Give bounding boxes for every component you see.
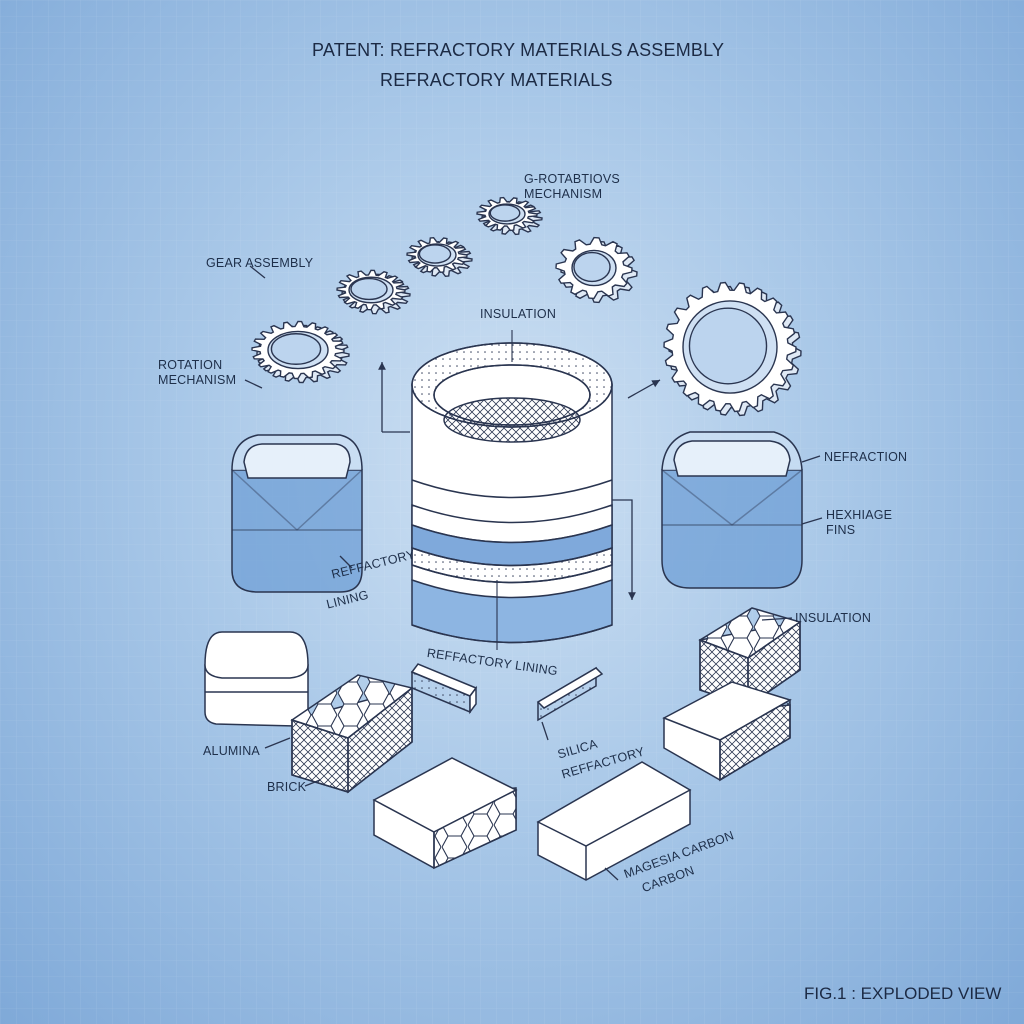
gear-small-1 [406,236,473,278]
gear-cast-right [555,236,638,304]
leader-lines [244,265,823,881]
label-insulation-top: INSULATION [480,307,557,321]
silica-strip [536,666,604,722]
label-gear-assembly: GEAR ASSEMBLY [206,256,314,270]
refractory-brick-right [662,681,792,782]
hex-brick-bottom [372,757,518,870]
label-rotation-mechanism-top-1: G-ROTABTIOVS [524,172,620,186]
gear-large-right [663,281,802,417]
patent-subtitle: REFRACTORY MATERIALS [380,70,613,90]
gear-assembly-group [251,196,802,417]
label-alumina: ALUMINA [203,744,260,758]
figure-caption: FIG.1 : EXPLODED VIEW [804,984,1002,1003]
alumina-block [204,631,309,727]
central-cylinder [411,330,613,650]
label-rotation-mechanism-top-2: MECHANISM [524,187,603,201]
gear-small-2 [476,196,543,236]
refractory-strip-left [410,663,478,715]
label-rotation-mechanism-left-1: ROTATION [158,358,223,372]
gear-medium-left [336,269,411,315]
gear-large-left [251,320,350,384]
glass-box-right [661,431,803,589]
label-brick: BRICK [267,780,307,794]
label-hexhage-fins-1: HEXHIAGE [826,508,893,522]
patent-title: PATENT: REFRACTORY MATERIALS ASSEMBLY [312,40,725,60]
label-rotation-mechanism-left-2: MECHANISM [158,373,237,387]
glass-box-left [231,434,363,593]
magnesia-carbon-brick [536,761,692,881]
label-insulation-right: INSULATION [795,611,872,625]
label-hexhage-fins-2: FINS [826,523,856,537]
label-refraction: NEFRACTION [824,450,908,464]
